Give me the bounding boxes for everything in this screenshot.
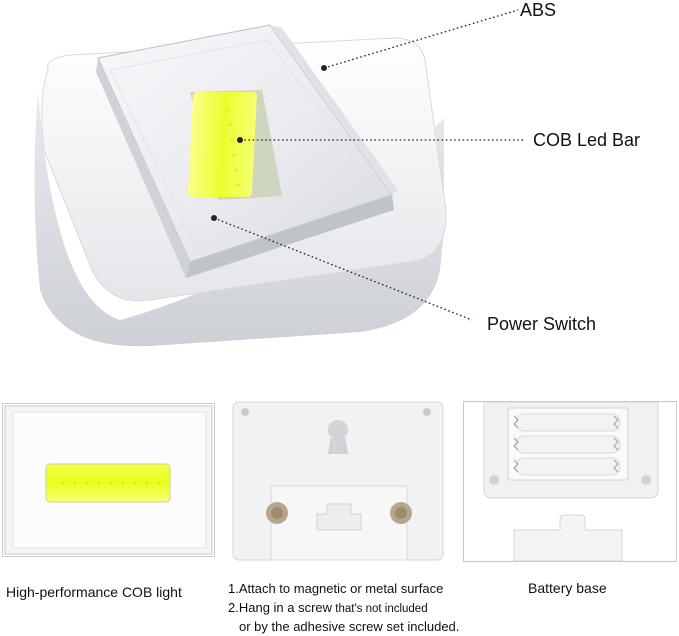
callout-power-label: Power Switch (487, 314, 597, 334)
battery-view-panel (463, 401, 677, 562)
callout-dot-abs (321, 65, 327, 71)
front-view-image (4, 405, 213, 555)
callout-abs-label: ABS (520, 0, 557, 20)
callout-line-power (213, 217, 473, 321)
front-view-panel (2, 403, 215, 557)
product-illustration (34, 9, 525, 347)
front-led-bar (46, 464, 170, 502)
callout-line-abs (323, 9, 519, 69)
switch-cover-rim3 (270, 25, 398, 195)
switch-cover-rim2 (186, 195, 394, 278)
cob-led-glow (187, 92, 257, 197)
battery-cover-piece (513, 514, 623, 562)
back-note-line2-small: that's not included (332, 603, 428, 615)
battery-springs (513, 415, 619, 473)
front-caption: High-performance COB light (6, 584, 182, 600)
battery-caption: Battery base (528, 580, 607, 596)
screw-hole-right (423, 408, 431, 416)
led-dots (225, 108, 240, 187)
housing-side (34, 92, 444, 347)
back-note-line2-main: 2.Hang in a screw (228, 600, 333, 615)
back-note-line1: 1.Attach to magnetic or metal surface (228, 581, 444, 596)
back-view-panel (231, 400, 445, 562)
battery-view-image (464, 401, 676, 562)
switch-inner (109, 39, 379, 251)
back-note-line2: 2.Hang in a screw that's not included (228, 600, 428, 615)
switch-cover-rim (96, 58, 190, 278)
back-note-line3: or by the adhesive screw set included. (239, 619, 460, 634)
callout-cob-label: COB Led Bar (533, 130, 641, 150)
callout-dot-power (211, 215, 217, 221)
back-view-image (232, 401, 444, 561)
screw-hole-left (241, 408, 249, 416)
callout-dot-cob (237, 137, 243, 143)
